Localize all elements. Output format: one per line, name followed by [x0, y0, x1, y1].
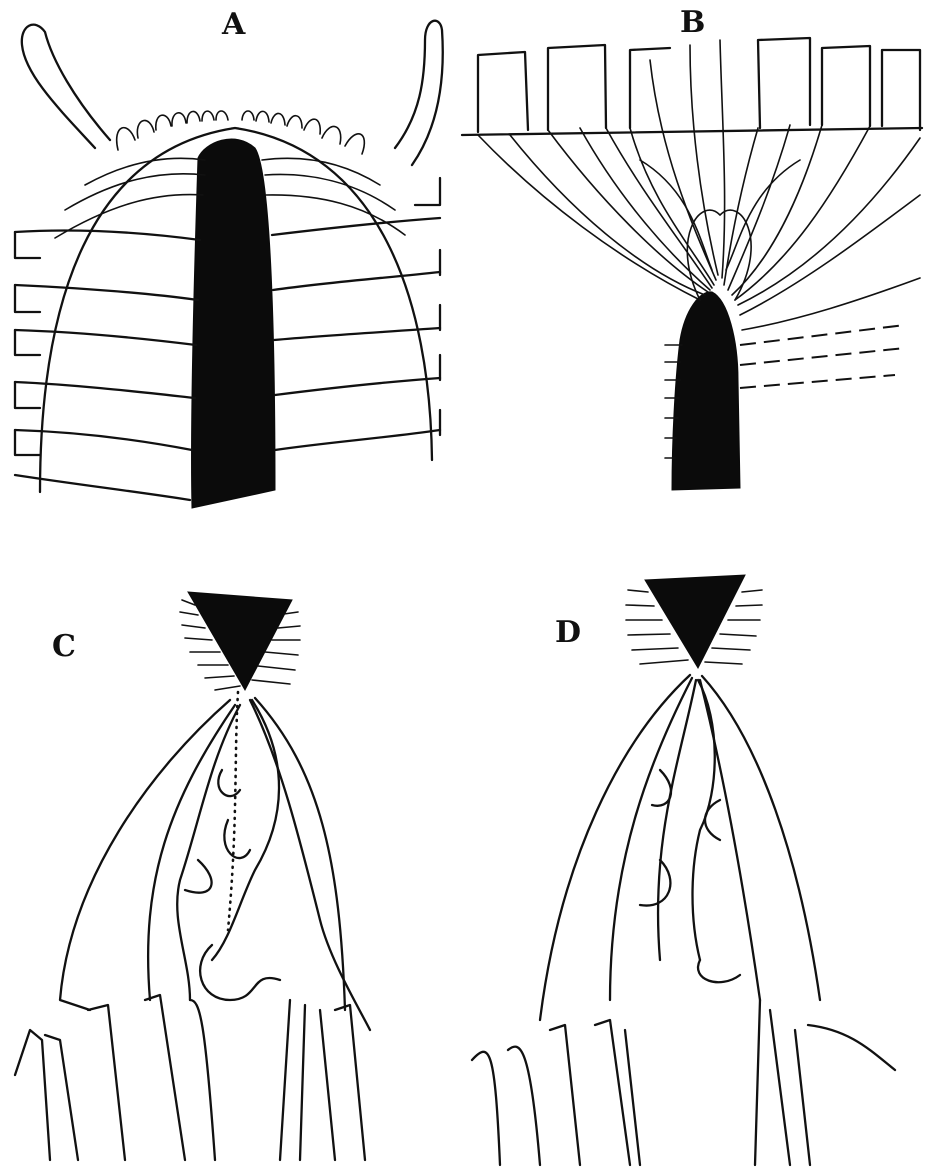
- panel-label-b: B: [680, 8, 705, 38]
- panel-a-right-horn: [395, 21, 443, 165]
- panel-a-left-horn: [22, 25, 110, 148]
- panel-b-field-lines: [478, 40, 920, 330]
- panel-c-black-triangle: [188, 592, 292, 690]
- panel-label-d: D: [555, 618, 581, 648]
- panel-c-drawing: [15, 592, 370, 1160]
- panel-c-flow-lines: [60, 692, 370, 1030]
- panel-d-black-triangle: [645, 575, 745, 668]
- panel-b-dashed-lines: [740, 325, 905, 388]
- panel-d-bottom-comb: [472, 1000, 895, 1165]
- panel-d-drawing: [472, 575, 895, 1165]
- panel-b-baseline: [462, 128, 922, 135]
- panel-b-black-rod: [672, 292, 740, 490]
- panel-label-a: A: [222, 10, 245, 40]
- panel-c-bottom-comb: [15, 995, 365, 1160]
- panel-a-drawing: [15, 21, 443, 508]
- panel-b-drawing: [462, 38, 922, 490]
- panel-a-black-rod: [192, 139, 275, 508]
- panel-label-c: C: [52, 632, 76, 662]
- panel-b-teeth: [478, 38, 920, 132]
- panel-a-left-segments: [15, 230, 200, 500]
- panel-d-flow-lines: [540, 675, 820, 1020]
